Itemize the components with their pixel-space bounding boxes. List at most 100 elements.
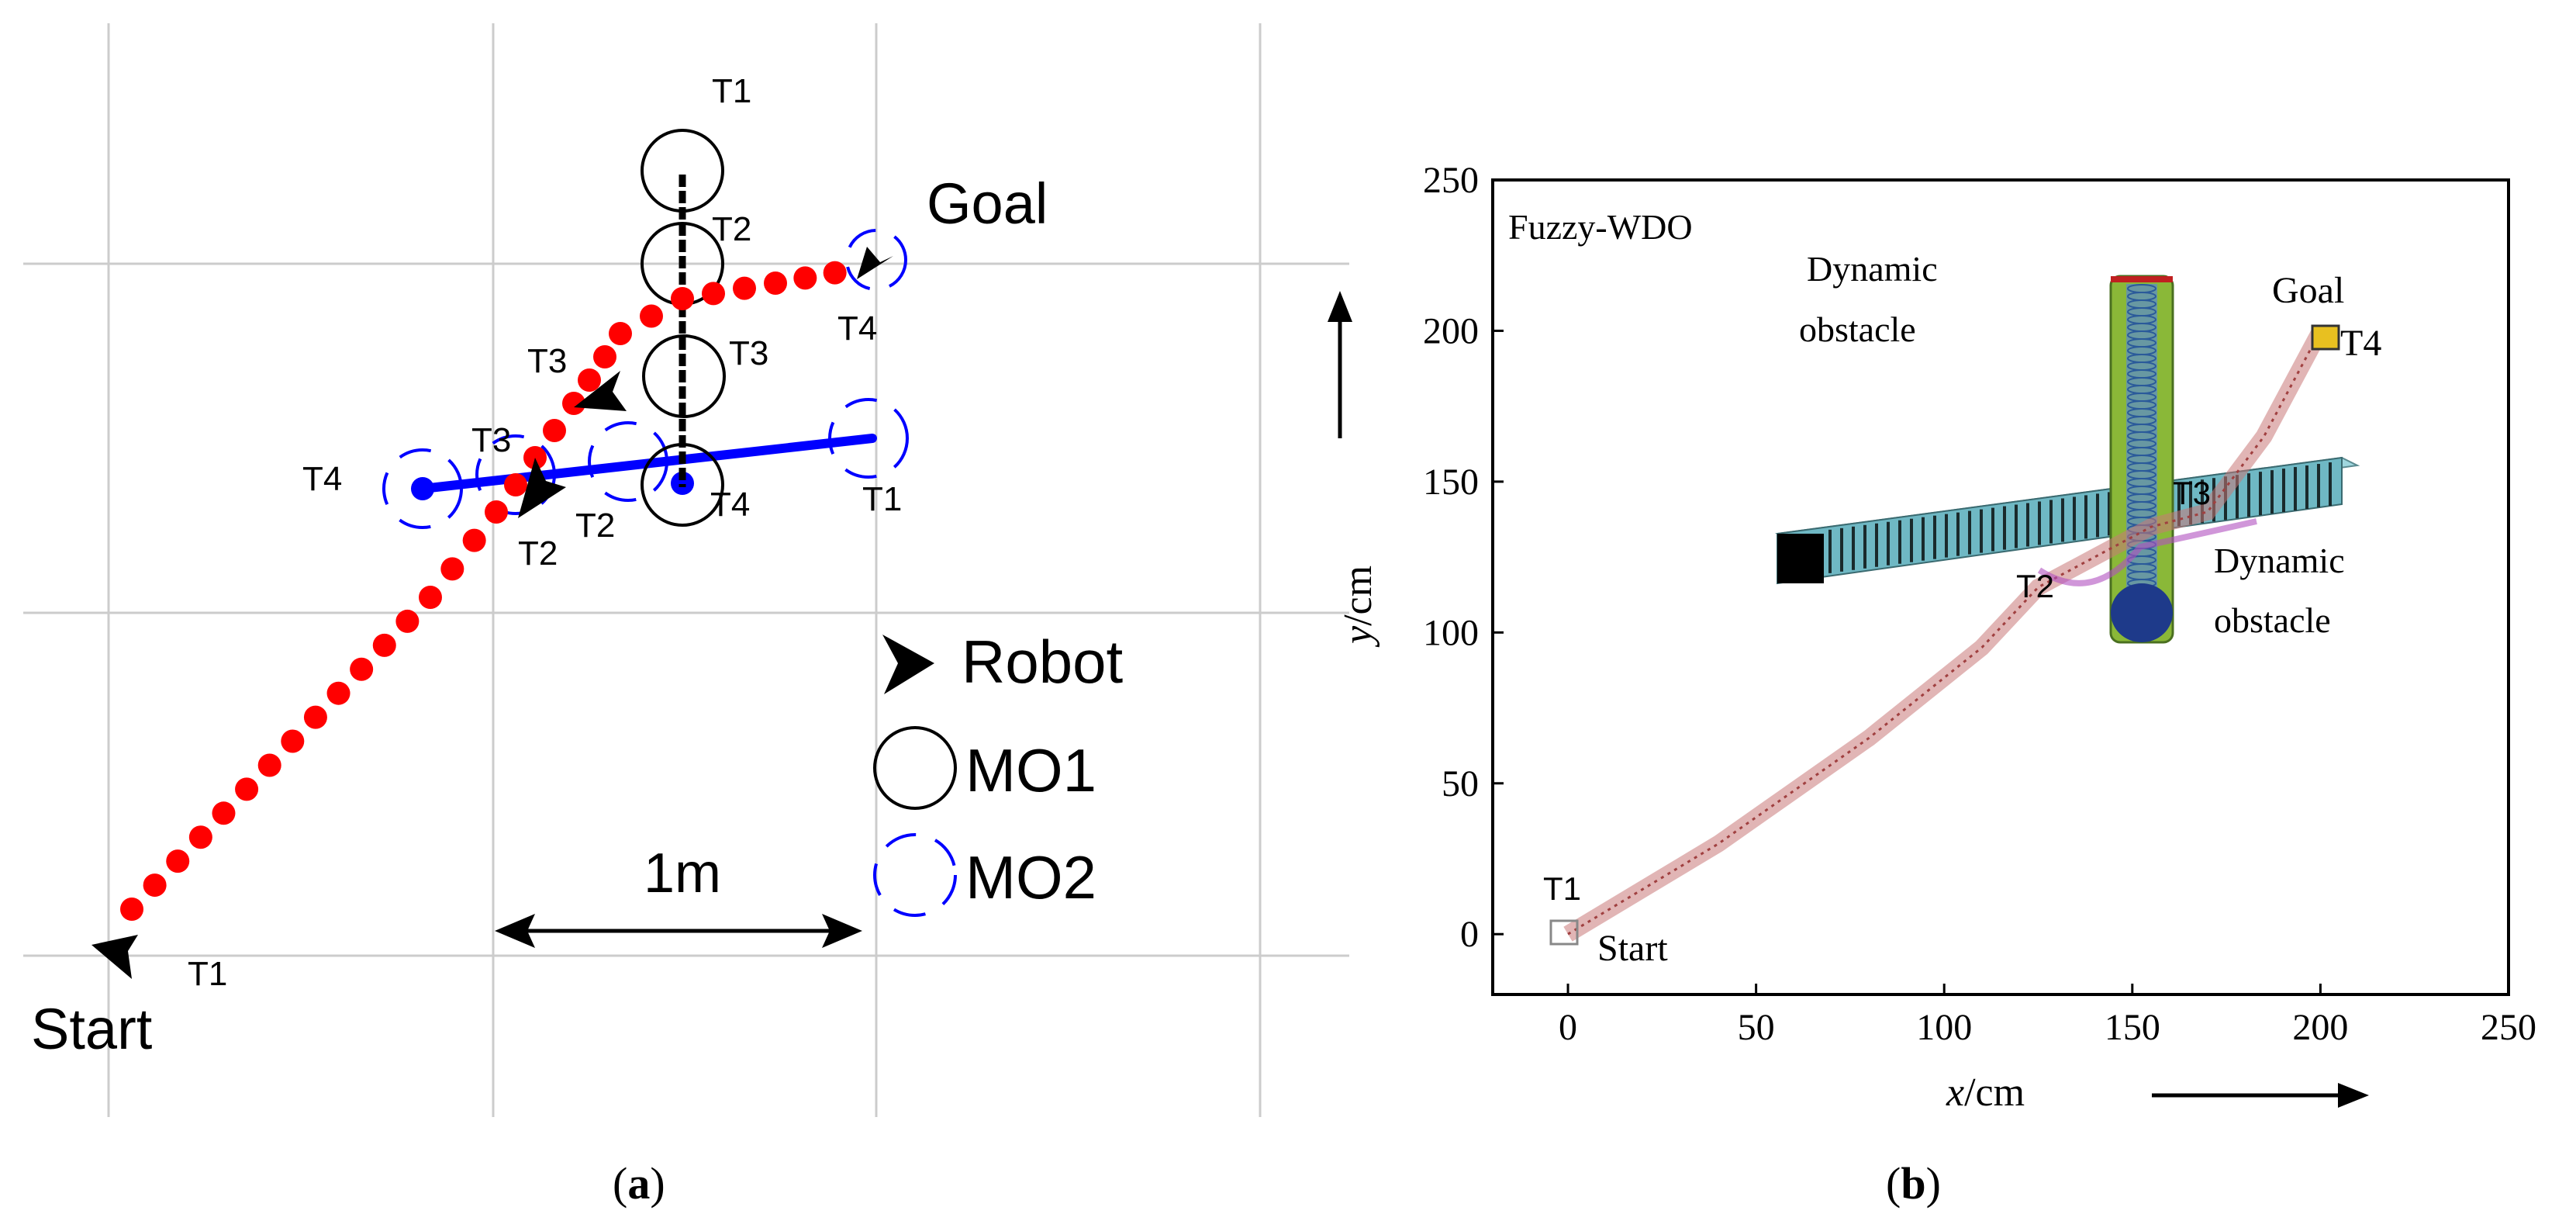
robot-path-dot — [578, 368, 601, 392]
caption-a: (a) — [613, 1158, 665, 1209]
scale-bar: 1m — [495, 842, 862, 948]
y-axis-unit: /cm — [1336, 566, 1380, 626]
axis-labels: x/cm y/cm — [1336, 566, 2025, 1115]
robot-path-dot — [188, 825, 212, 849]
annotation-dynamic-obstacle-2-line1: Dynamic — [2214, 541, 2345, 580]
robot-markers — [92, 247, 893, 979]
plot-frame — [1491, 178, 2510, 996]
mo2-circle-t4 — [382, 448, 463, 529]
annotation-t1: T1 — [1543, 870, 1581, 907]
robot-marker-t2 — [518, 458, 566, 518]
robot-path-dot — [212, 801, 236, 825]
x-tick-label: 200 — [2292, 1007, 2348, 1048]
vertical-obstacle — [2109, 275, 2174, 644]
captions: (a) (b) — [613, 1158, 1941, 1209]
x-tick-label: 50 — [1738, 1007, 1775, 1048]
robot-path-dot — [395, 609, 420, 633]
legend-mo1-icon — [873, 726, 957, 810]
robot-marker-start — [92, 935, 138, 979]
annotation-goal: Goal — [2272, 270, 2344, 311]
mo1-label-t2: T2 — [712, 210, 751, 248]
robot-path-dot — [419, 586, 442, 609]
robot-path-dot — [702, 282, 725, 306]
annotation-dynamic-obstacle-1-line2: obstacle — [1799, 310, 1916, 349]
y-tick-label: 50 — [1442, 763, 1479, 804]
horizontal-obstacle-end — [1777, 534, 1824, 583]
vertical-obstacle-bottom — [2111, 583, 2173, 642]
scale-bar-left-arrow — [495, 914, 535, 948]
annotation-t2: T2 — [2016, 568, 2054, 604]
robot-path-dot — [326, 681, 350, 705]
goal-label: Goal — [927, 171, 1048, 236]
robot-label-t4: T4 — [837, 310, 877, 348]
goal-marker — [2311, 324, 2340, 351]
robot-path-dot — [372, 633, 396, 657]
legend-robot-icon — [882, 635, 934, 694]
mo2-start-dot — [411, 477, 434, 500]
robot-path-dot — [166, 849, 190, 873]
vertical-obstacle-core — [2126, 284, 2157, 617]
robot-path-dot — [350, 657, 374, 681]
mo2-label-t2: T2 — [575, 507, 615, 545]
robot-path-band — [1563, 327, 2329, 942]
mo2-label-t3: T3 — [471, 421, 511, 459]
mo1-label-t4: T4 — [710, 486, 750, 524]
robot-path — [120, 261, 847, 921]
x-axis-unit: /cm — [1964, 1071, 2025, 1115]
y-tick-label: 250 — [1423, 160, 1479, 201]
annotation-t4: T4 — [2340, 323, 2381, 364]
legend-mo2-label: MO2 — [965, 843, 1096, 911]
mo2-label-t4: T4 — [302, 460, 342, 498]
start-marker — [1549, 919, 1579, 946]
robot-path-dot — [440, 557, 464, 581]
robot-label-t3: T3 — [527, 342, 567, 380]
robot-path-dot — [485, 500, 508, 524]
y-tick-label: 100 — [1423, 612, 1479, 653]
robot-path-dot — [120, 898, 143, 921]
robot-path-dot — [143, 873, 167, 898]
mo1-label-t1: T1 — [712, 72, 751, 110]
robot-path-dot — [640, 304, 663, 328]
robot-path-dot — [462, 528, 486, 552]
caption-a-letter: a — [627, 1158, 650, 1209]
mo2-circle-t2 — [588, 421, 668, 502]
horizontal-obstacle — [1775, 456, 2360, 585]
annotation-start: Start — [1597, 928, 1668, 969]
robot-path-dot — [303, 705, 327, 729]
annotation-dynamic-obstacle-2-line2: obstacle — [2214, 600, 2331, 640]
robot-path-dot — [504, 473, 527, 496]
x-tick-label: 100 — [1916, 1007, 1972, 1048]
robot-label-t1: T1 — [188, 955, 227, 993]
annotation-t3: T3 — [2173, 475, 2211, 511]
legend-mo2-icon — [873, 833, 957, 917]
mo2-circle-t1 — [828, 398, 909, 479]
x-tick-label: 0 — [1559, 1007, 1577, 1048]
start-label: Start — [31, 997, 153, 1061]
caption-b-letter: b — [1901, 1158, 1925, 1209]
mo2-dashed-circles — [382, 229, 909, 529]
mo2-label-t1: T1 — [862, 480, 902, 518]
x-axis-var: x — [1946, 1071, 1964, 1115]
vertical-obstacle-top-cap — [2111, 276, 2173, 282]
robot-path-dot — [671, 287, 694, 310]
robot-path-dot — [764, 272, 787, 295]
axis-direction-arrows — [1328, 291, 2369, 1108]
robot-path-dot — [793, 266, 817, 290]
mo2-circle-goal — [845, 229, 907, 291]
mo1-circle-t1 — [641, 129, 724, 213]
plot-title: Fuzzy-WDO — [1508, 207, 1693, 247]
legend-robot-label: Robot — [962, 628, 1123, 696]
robot-path-dot — [823, 261, 847, 285]
robot-path-dot — [609, 322, 632, 345]
plot-annotations: Fuzzy-WDO T1 Start T2 T3 T4 Goal Dynamic… — [1508, 207, 2381, 969]
panel-a-labels: T1 T2 T3 T4 T3 T2 T4 T1 T4 T3 T2 T1 Goal… — [31, 72, 1048, 1061]
legend-mo1-label: MO1 — [965, 736, 1096, 804]
robot-path-dot — [733, 276, 756, 300]
x-axis-label: x/cm — [1946, 1071, 2025, 1115]
y-tick-label: 200 — [1423, 310, 1479, 351]
y-axis-var: y — [1336, 625, 1380, 648]
robot-avoidance-segment — [2037, 518, 2257, 586]
